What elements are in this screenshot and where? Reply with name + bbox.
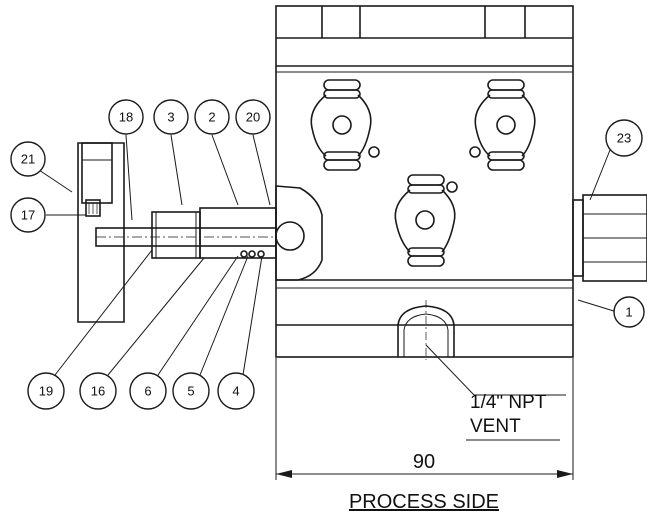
callout-16: 16 (79, 372, 117, 410)
callout-3: 3 (153, 99, 189, 135)
vent-note-line2: VENT (470, 416, 521, 437)
callout-4-label: 4 (232, 384, 239, 399)
width-dimension (275, 358, 574, 480)
callout-5: 5 (172, 372, 210, 410)
callout-6: 6 (129, 372, 167, 410)
callout-21-label: 21 (21, 152, 35, 167)
dimension-value: 90 (413, 451, 435, 473)
callout-16-label: 16 (91, 384, 105, 399)
callout-17-label: 17 (21, 208, 35, 223)
callout-1: 1 (613, 296, 645, 328)
callout-21: 21 (10, 141, 46, 177)
callout-2-label: 2 (208, 110, 215, 125)
callout-20: 20 (235, 99, 271, 135)
callout-20-label: 20 (246, 110, 260, 125)
valve-handle-top-left (310, 79, 380, 171)
callout-4: 4 (217, 372, 255, 410)
vent-note-line1: 1/4" NPT (470, 392, 547, 413)
callout-19: 19 (27, 372, 65, 410)
vent-port (397, 300, 455, 360)
callout-18: 18 (108, 99, 144, 135)
callout-3-label: 3 (167, 110, 174, 125)
callout-2: 2 (194, 99, 230, 135)
callout-6-label: 6 (144, 384, 151, 399)
valve-handle-center (394, 174, 458, 267)
callout-1-label: 1 (625, 305, 632, 320)
callout-19-label: 19 (39, 384, 53, 399)
side-fitting (572, 194, 647, 282)
leader-lines (35, 134, 618, 396)
callout-18-label: 18 (119, 110, 133, 125)
valve-handle-top-right (469, 79, 536, 171)
manifold-body (275, 5, 574, 358)
callout-17: 17 (10, 197, 46, 233)
callout-23-label: 23 (617, 131, 631, 146)
callout-5-label: 5 (187, 384, 194, 399)
process-side-caption: PROCESS SIDE (349, 491, 499, 513)
sectioned-assembly (77, 142, 323, 323)
callout-23: 23 (605, 119, 643, 157)
